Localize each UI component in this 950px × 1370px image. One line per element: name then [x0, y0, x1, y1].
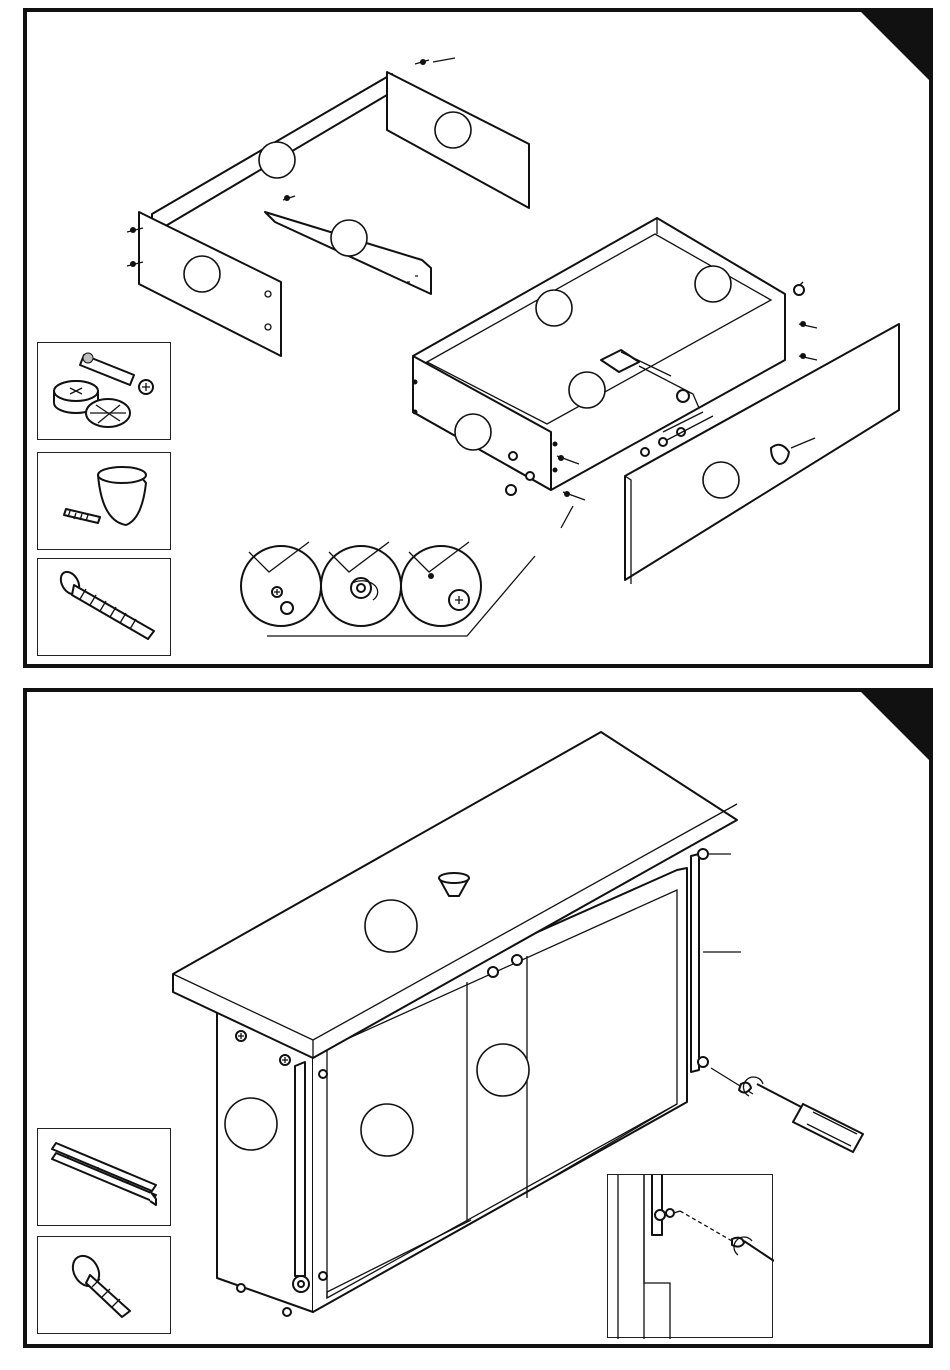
right-drawer-slide — [691, 854, 699, 1072]
screwdriver-icon — [793, 1104, 863, 1152]
assembly-step-2-panel — [23, 688, 933, 1348]
cam-detail-3 — [401, 546, 481, 626]
step-1-diagram — [27, 12, 929, 664]
cam-detail-1 — [241, 546, 321, 626]
step-2-diagram — [27, 692, 929, 1344]
left-drawer-slide — [295, 1062, 305, 1276]
assembly-step-1-panel — [23, 8, 933, 668]
